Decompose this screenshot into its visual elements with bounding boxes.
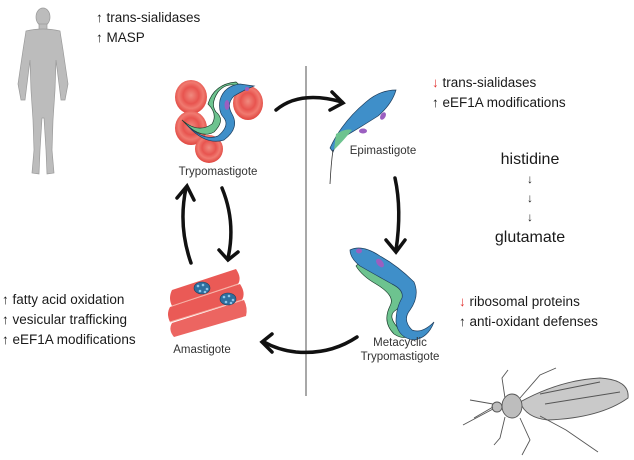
trypomastigote-annotations: ↑ trans-sialidases ↑ MASP xyxy=(96,8,200,48)
transition-arrow-trypomastigote-to-amastigote xyxy=(217,186,240,263)
amastigote-annotations: ↑ fatty acid oxidation ↑ vesicular traff… xyxy=(2,290,136,350)
annotation-text: fatty acid oxidation xyxy=(12,292,125,307)
annotation-text: trans-sialidases xyxy=(106,10,201,25)
annotation-text: anti-oxidant defenses xyxy=(469,314,598,329)
transition-arrow-to-metacyclic xyxy=(384,176,407,255)
increase-arrow-icon: ↑ xyxy=(2,332,9,347)
annotation-text: trans-sialidases xyxy=(442,75,537,90)
annotation-item: ↑ anti-oxidant defenses xyxy=(459,312,598,332)
muscle-tissue-icon xyxy=(168,269,247,337)
annotation-text: ribosomal proteins xyxy=(469,294,580,309)
annotation-item: ↑ vesicular trafficking xyxy=(2,310,136,330)
decrease-arrow-icon: ↓ xyxy=(432,75,439,90)
annotation-text: eEF1A modifications xyxy=(12,332,136,347)
increase-arrow-icon: ↑ xyxy=(2,292,9,307)
histidine-glutamate-pathway: histidine ↓ ↓ ↓ glutamate xyxy=(490,150,570,249)
pathway-step-arrow-icon: ↓ xyxy=(527,172,533,186)
epimastigote-parasite-icon xyxy=(329,89,397,185)
annotation-text: vesicular trafficking xyxy=(12,312,128,327)
annotation-item: ↑ fatty acid oxidation xyxy=(2,290,136,310)
increase-arrow-icon: ↑ xyxy=(459,314,466,329)
metacyclic-label-line2: Trypomastigote xyxy=(360,351,440,363)
annotation-item: ↑ eEF1A modifications xyxy=(432,93,566,113)
epimastigote-annotations: ↓ trans-sialidases ↑ eEF1A modifications xyxy=(432,73,566,113)
annotation-text: eEF1A modifications xyxy=(442,95,566,110)
decrease-arrow-icon: ↓ xyxy=(459,294,466,309)
increase-arrow-icon: ↑ xyxy=(2,312,9,327)
metacyclic-annotations: ↓ ribosomal proteins ↑ anti-oxidant defe… xyxy=(459,292,598,332)
increase-arrow-icon: ↑ xyxy=(96,10,103,25)
increase-arrow-icon: ↑ xyxy=(432,95,439,110)
annotation-item: ↑ MASP xyxy=(96,28,200,48)
transition-arrow-to-epimastigote xyxy=(274,90,346,112)
trypomastigote-parasite-icon xyxy=(181,81,256,142)
annotation-item: ↓ ribosomal proteins xyxy=(459,292,598,312)
amastigote-cluster-icon xyxy=(193,281,237,306)
pathway-step-arrow-icon: ↓ xyxy=(527,191,533,205)
trypomastigote-label: Trypomastigote xyxy=(178,166,258,178)
transition-arrow-amastigote-to-trypomastigote xyxy=(175,182,196,265)
increase-arrow-icon: ↑ xyxy=(96,30,103,45)
pathway-start: histidine xyxy=(500,151,560,168)
human-host-icon xyxy=(17,7,69,175)
annotation-item: ↑ trans-sialidases xyxy=(96,8,200,28)
pathway-step-arrow-icon: ↓ xyxy=(527,210,533,224)
epimastigote-label: Epimastigote xyxy=(349,145,417,157)
annotation-item: ↑ eEF1A modifications xyxy=(2,330,136,350)
metacyclic-trypomastigote-parasite-icon xyxy=(349,247,435,341)
amastigote-label: Amastigote xyxy=(173,344,231,356)
annotation-text: MASP xyxy=(106,30,145,45)
metacyclic-label-line1: Metacyclic xyxy=(373,337,427,349)
metacyclic-label: Metacyclic Trypomastigote xyxy=(350,336,450,364)
transition-arrow-to-amastigote xyxy=(259,332,359,355)
triatomine-vector-icon xyxy=(462,367,629,456)
pathway-end: glutamate xyxy=(494,229,566,246)
annotation-item: ↓ trans-sialidases xyxy=(432,73,566,93)
